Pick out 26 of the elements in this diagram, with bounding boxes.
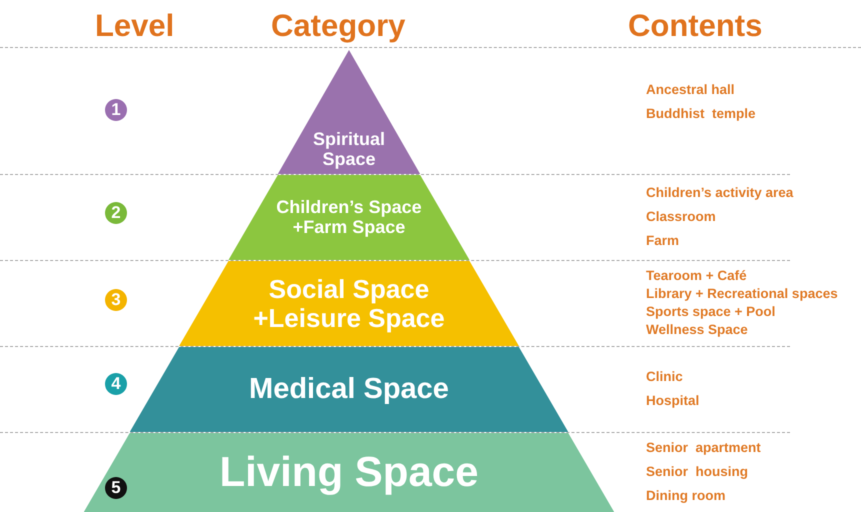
content-item: Dining room: [646, 488, 726, 504]
column-heading: Category: [271, 8, 406, 44]
level-number-circle: 1: [105, 99, 127, 121]
content-item: Farm: [646, 233, 680, 249]
content-item: Senior housing: [646, 464, 750, 480]
column-heading: Contents: [628, 8, 762, 44]
content-item: Senior apartment: [646, 440, 761, 456]
category-label: Children’s Space +Farm Space: [275, 198, 423, 238]
content-item: Sports space + Pool: [646, 304, 776, 320]
level-number-circle: 3: [105, 289, 127, 311]
category-label: Social Space +Leisure Space: [252, 274, 446, 332]
content-item: Classroom: [646, 209, 717, 225]
content-item: Ancestral hall: [646, 82, 736, 98]
content-item: Tearoom + Café: [646, 268, 748, 284]
content-item: Buddhist temple: [646, 106, 756, 122]
content-item: Clinic: [646, 369, 684, 385]
content-item: Hospital: [646, 393, 700, 409]
category-label: Spiritual Space: [312, 130, 386, 170]
category-label: Medical Space: [249, 374, 449, 406]
content-item: Library + Recreational spaces: [646, 286, 838, 302]
column-heading: Level: [95, 8, 174, 44]
content-item: Children’s activity area: [646, 185, 794, 201]
category-label: Living Space: [219, 449, 479, 496]
content-item: Wellness Space: [646, 322, 749, 338]
level-number-circle: 4: [105, 373, 127, 395]
level-number-circle: 2: [105, 202, 127, 224]
